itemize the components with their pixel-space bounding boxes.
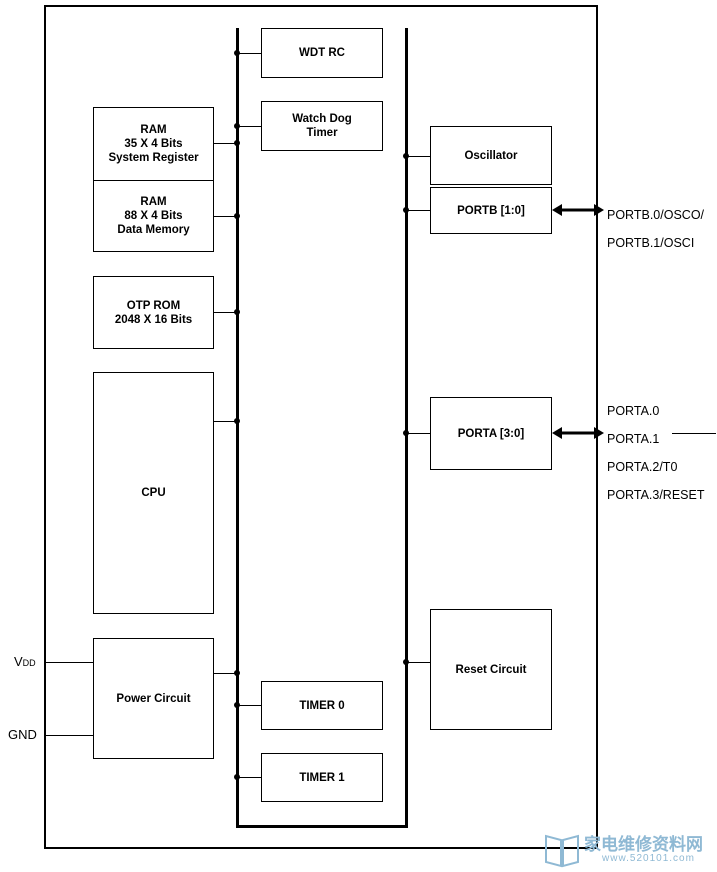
- watermark-main: 家电维修资料网: [584, 835, 703, 854]
- link-ram-data: [214, 216, 238, 217]
- vdd-line: [44, 662, 93, 663]
- porta-pin-labels: PORTA.0 PORTA.1 PORTA.2/T0 PORTA.3/RESET: [607, 390, 704, 516]
- otp-rom-block: OTP ROM 2048 X 16 Bits: [93, 276, 214, 349]
- pin-porta2: PORTA.2/T0: [607, 460, 678, 474]
- oscillator-block: Oscillator: [430, 126, 552, 185]
- watermark-book-icon: [545, 834, 579, 868]
- chip-boundary: [44, 5, 598, 849]
- porta-bidirectional-arrow: [552, 427, 604, 439]
- junction-dot: [234, 123, 240, 129]
- left-bus: [236, 28, 239, 828]
- bottom-bus: [236, 825, 408, 828]
- pin-porta1: PORTA.1: [607, 432, 660, 446]
- junction-dot: [234, 140, 240, 146]
- right-bus: [405, 28, 408, 828]
- porta-block: PORTA [3:0]: [430, 397, 552, 470]
- pin-portb1: PORTB.1/OSCI: [607, 236, 695, 250]
- link-porta: [407, 433, 430, 434]
- link-otp-rom: [214, 312, 238, 313]
- portb-block: PORTB [1:0]: [430, 187, 552, 234]
- portb-bidirectional-arrow: [552, 204, 604, 216]
- timer1-block: TIMER 1: [261, 753, 383, 802]
- link-power: [214, 673, 238, 674]
- pin-portb0: PORTB.0/OSCO/: [607, 208, 705, 222]
- junction-dot: [234, 50, 240, 56]
- junction-dot: [234, 702, 240, 708]
- link-portb: [407, 210, 430, 211]
- watermark-sub: www.520101.com: [602, 853, 695, 864]
- junction-dot: [234, 213, 240, 219]
- ram-data-memory-block: RAM 88 X 4 Bits Data Memory: [93, 180, 214, 252]
- junction-dot: [403, 659, 409, 665]
- gnd-line: [44, 735, 93, 736]
- gnd-label: GND: [8, 727, 37, 742]
- link-wdt-rc: [238, 53, 261, 54]
- watermark: 家电维修资料网 www.520101.com: [542, 828, 714, 870]
- link-reset: [407, 662, 430, 663]
- junction-dot: [234, 309, 240, 315]
- junction-dot: [234, 418, 240, 424]
- wdt-rc-block: WDT RC: [261, 28, 383, 78]
- link-oscillator: [407, 156, 430, 157]
- link-watchdog: [238, 126, 261, 127]
- link-timer0: [238, 705, 261, 706]
- link-cpu: [214, 421, 238, 422]
- link-timer1: [238, 777, 261, 778]
- junction-dot: [403, 430, 409, 436]
- junction-dot: [234, 774, 240, 780]
- cpu-block: CPU: [93, 372, 214, 614]
- portb-pin-labels: PORTB.0/OSCO/ PORTB.1/OSCI: [607, 194, 704, 264]
- pin-porta0: PORTA.0: [607, 404, 660, 418]
- junction-dot: [403, 153, 409, 159]
- link-ram-sysreg: [214, 143, 238, 144]
- watch-dog-timer-block: Watch Dog Timer: [261, 101, 383, 151]
- reset-circuit-block: Reset Circuit: [430, 609, 552, 730]
- reset-overline: [672, 433, 716, 434]
- power-circuit-block: Power Circuit: [93, 638, 214, 759]
- ram-system-register-block: RAM 35 X 4 Bits System Register: [93, 107, 214, 181]
- junction-dot: [403, 207, 409, 213]
- timer0-block: TIMER 0: [261, 681, 383, 730]
- junction-dot: [234, 670, 240, 676]
- vdd-label: VDD: [14, 654, 36, 669]
- pin-porta3: PORTA.3/RESET: [607, 488, 705, 502]
